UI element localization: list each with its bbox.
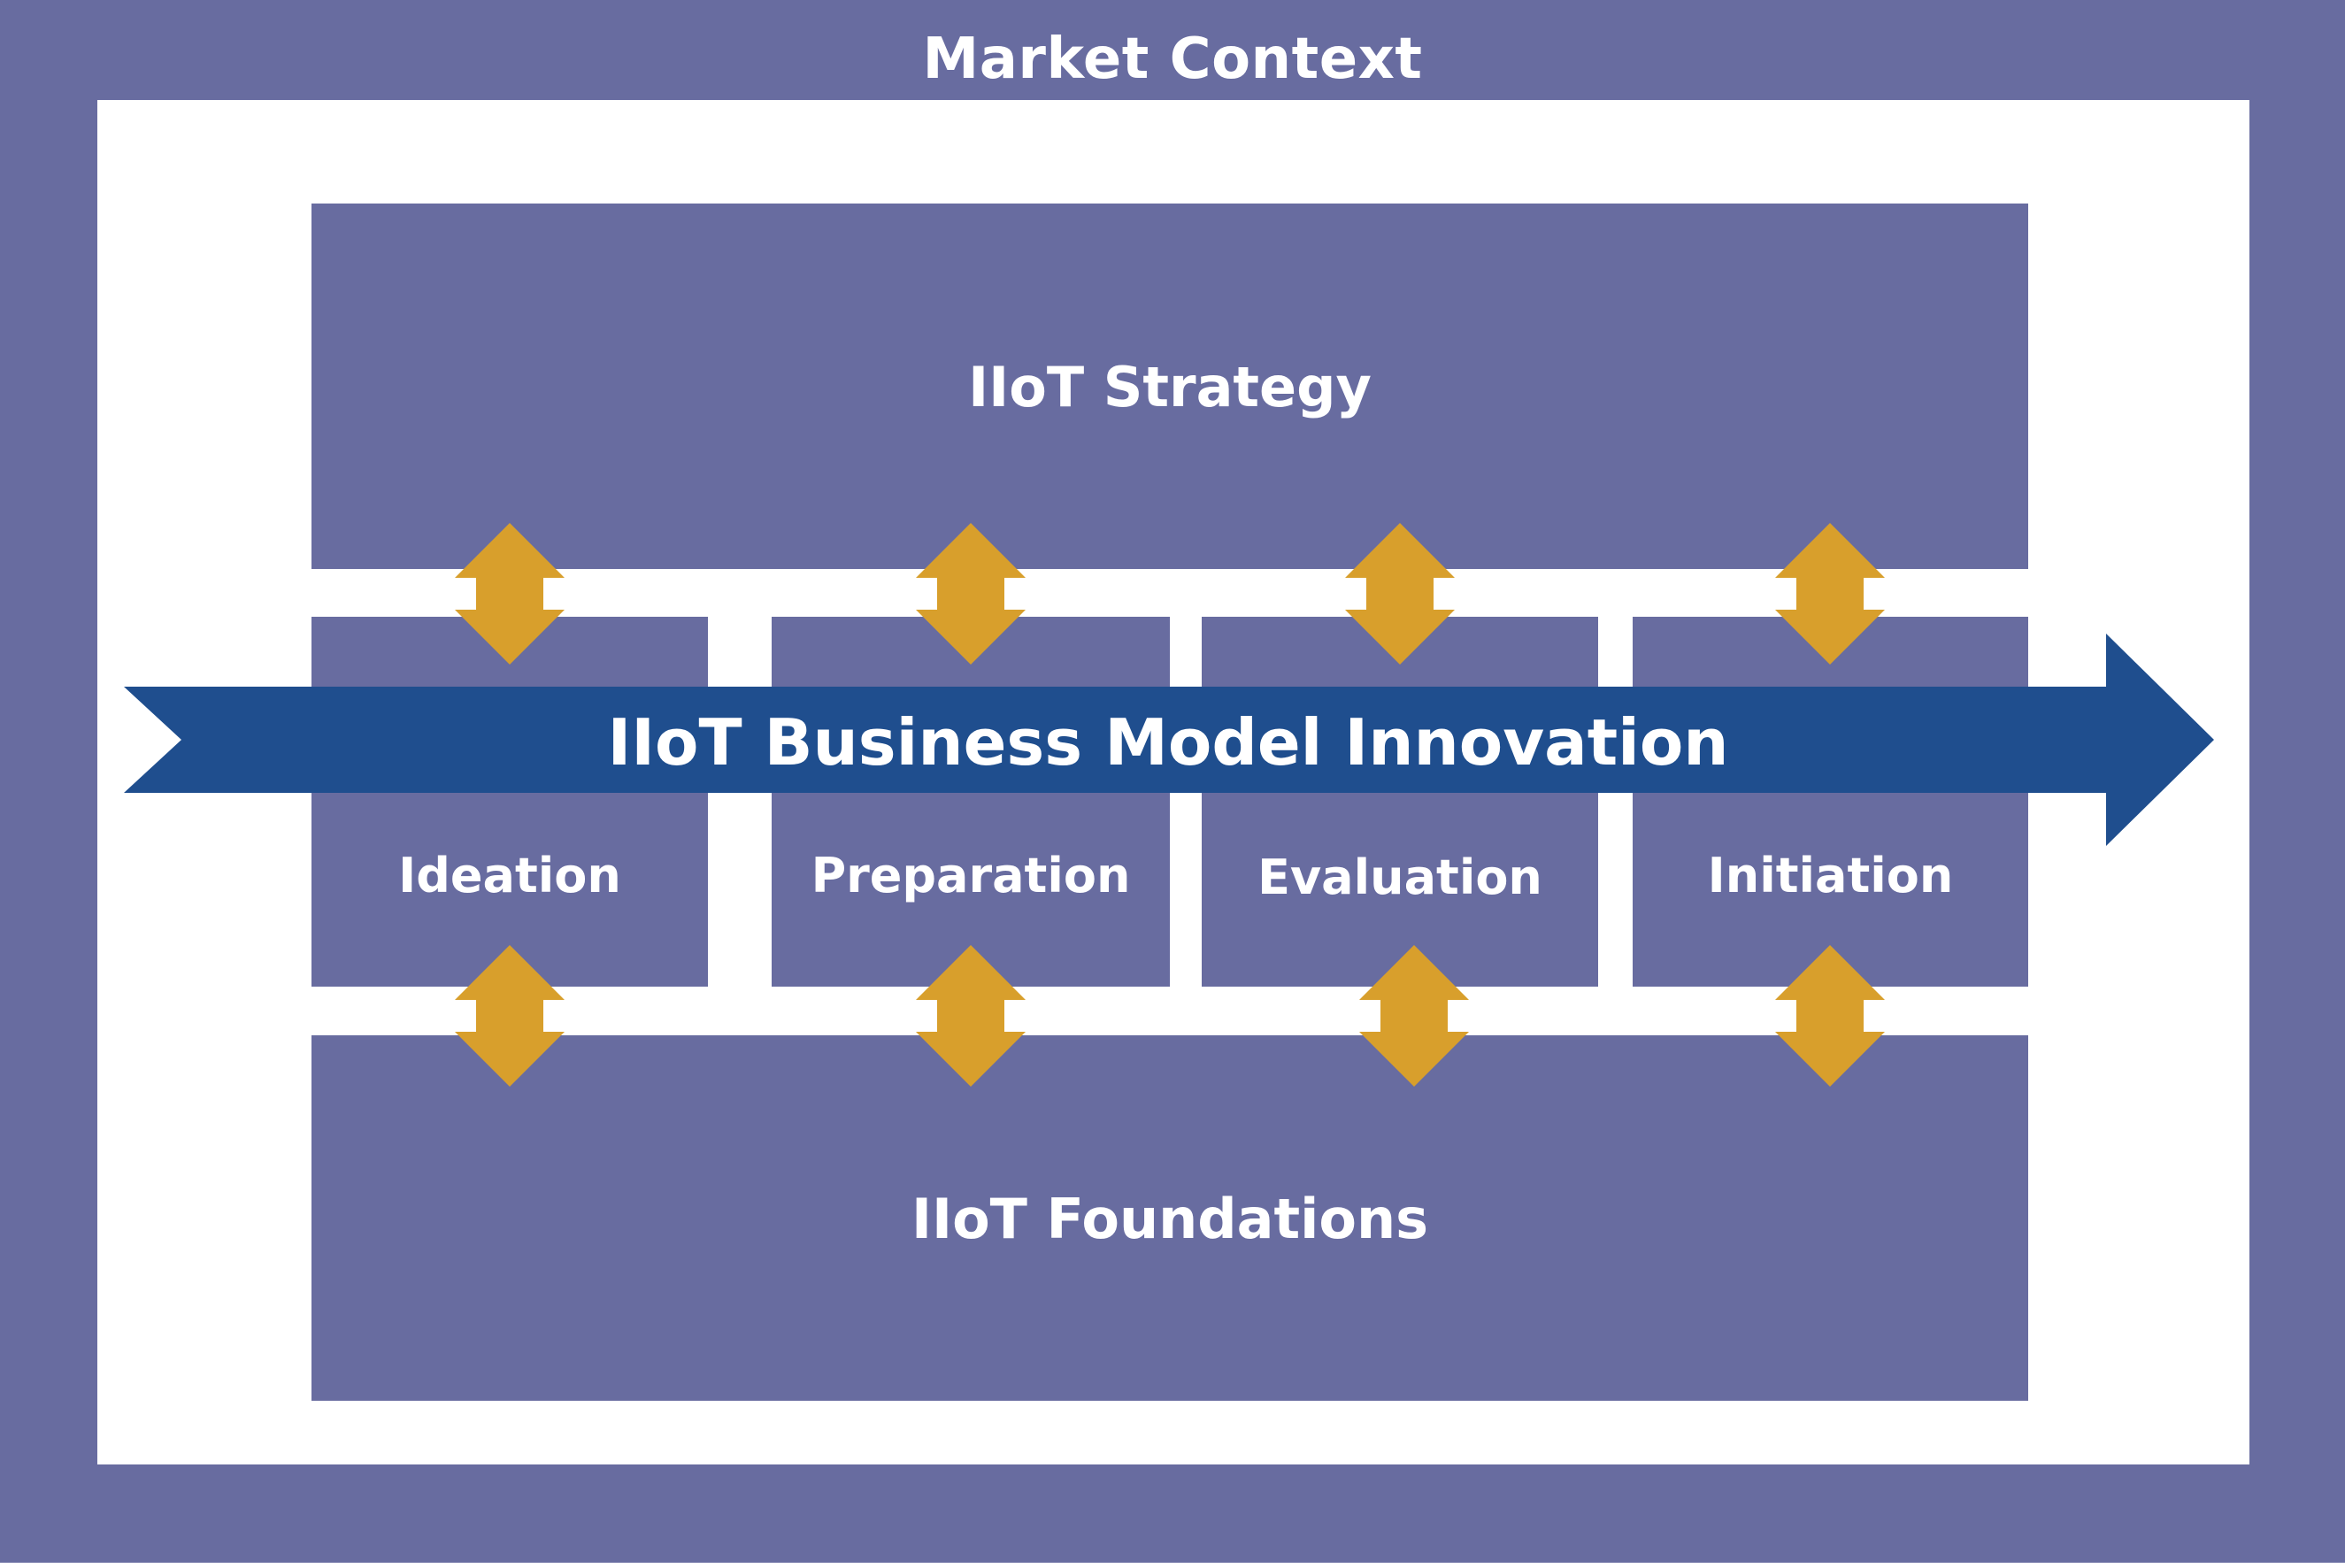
innovation-arrow-label: IIoT Business Model Innovation (607, 705, 1729, 780)
innovation-arrow (124, 634, 2214, 846)
phase-box-ideation: Ideation (311, 617, 708, 987)
foundations-box: IIoT Foundations (311, 1035, 2028, 1401)
connector-up-ideation (455, 523, 565, 665)
phase-label-preparation: Preparation (811, 848, 1131, 903)
connector-down-evaluation (1359, 945, 1469, 1087)
connector-down-ideation (455, 945, 565, 1087)
strategy-label: IIoT Strategy (968, 355, 1372, 419)
market-context-title: Market Context (922, 27, 1423, 92)
phase-label-initiation: Initiation (1707, 848, 1954, 903)
phase-box-preparation: Preparation (772, 617, 1170, 987)
connector-down-initiation (1775, 945, 1885, 1087)
phase-box-evaluation: Evaluation (1202, 617, 1598, 987)
phase-box-initiation: Initiation (1633, 617, 2028, 987)
connector-up-preparation (916, 523, 1026, 665)
connector-down-preparation (916, 945, 1026, 1087)
connector-up-initiation (1775, 523, 1885, 665)
phase-label-ideation: Ideation (398, 848, 621, 903)
connector-up-evaluation (1345, 523, 1455, 665)
foundations-label: IIoT Foundations (911, 1187, 1429, 1251)
strategy-box: IIoT Strategy (311, 204, 2028, 569)
phase-label-evaluation: Evaluation (1257, 849, 1542, 905)
